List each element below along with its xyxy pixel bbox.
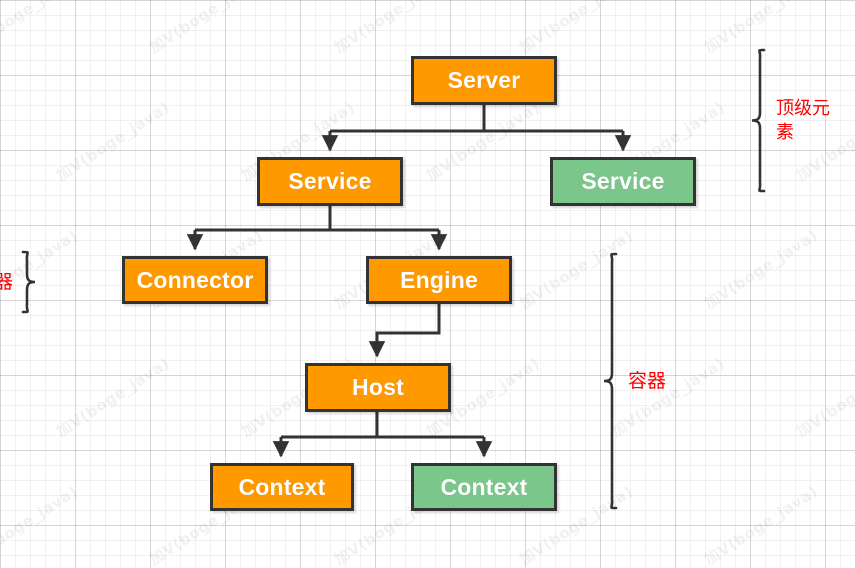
watermark-text: 加V(boge_java) [0, 482, 82, 568]
edge-engine-host [368, 304, 441, 358]
brace-right [751, 48, 766, 193]
node-label: Connector [136, 266, 254, 293]
node-label: Engine [400, 266, 478, 293]
watermark-text: 加V(boge_java) [331, 0, 452, 57]
watermark-text: 加V(boge_java) [701, 226, 822, 313]
watermark-text: 加V(boge_java) [516, 0, 637, 57]
watermark-text: 加V(boge_java) [53, 98, 174, 185]
node-host[interactable]: Host [305, 363, 451, 412]
node-label: Service [581, 168, 665, 194]
node-context-right[interactable]: Context [411, 463, 557, 511]
node-service-right[interactable]: Service [550, 157, 696, 206]
node-service-left[interactable]: Service [257, 157, 403, 206]
annotation-connector-group: 连接器 [0, 250, 39, 314]
annotation-label: 容器 [628, 369, 667, 392]
node-server[interactable]: Server [411, 56, 557, 105]
node-label: Server [447, 67, 521, 93]
watermark-text: 加V(boge_java) [701, 482, 822, 568]
annotation-label: 连接器 [0, 270, 14, 293]
watermark-text: 加V(boge_java) [146, 0, 267, 57]
annotation-label: 顶级元 素 [776, 98, 830, 143]
node-label: Host [352, 374, 404, 400]
brace-left [21, 250, 36, 314]
node-engine[interactable]: Engine [366, 256, 512, 304]
watermark-text: 加V(boge_java) [53, 354, 174, 441]
annotation-top-level: 顶级元 素 [748, 48, 830, 193]
watermark-text: 加V(boge_java) [423, 98, 544, 185]
node-connector[interactable]: Connector [122, 256, 268, 304]
brace-right [603, 252, 618, 510]
annotation-container-group: 容器 [600, 252, 666, 510]
node-context-left[interactable]: Context [210, 463, 354, 511]
watermark-text: 加V(boge_java) [0, 0, 82, 57]
node-label: Context [440, 473, 528, 500]
node-label: Service [288, 168, 372, 194]
node-label: Context [238, 473, 326, 500]
watermark-text: 加V(boge_java) [793, 354, 855, 441]
